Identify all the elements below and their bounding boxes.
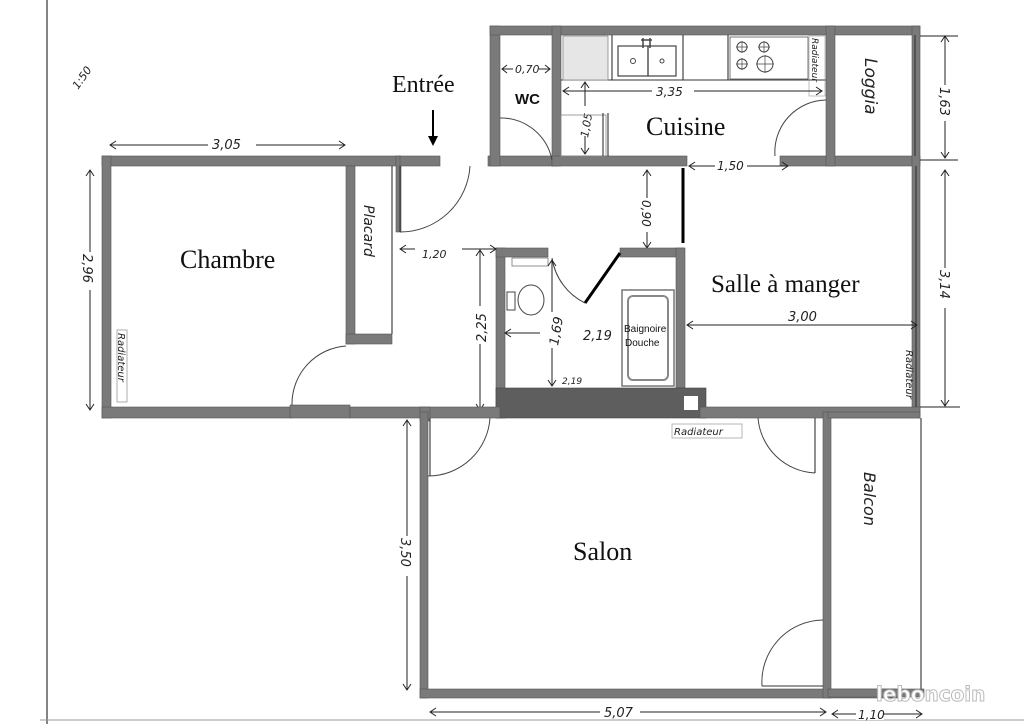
room-balcon: Balcon bbox=[860, 472, 879, 526]
dim-bathroom-height: 2,25 bbox=[472, 249, 490, 411]
stove-icon bbox=[729, 36, 809, 80]
dim-corridor-width: 1,20 bbox=[399, 244, 497, 261]
dim-salon-height: 3,50 bbox=[397, 419, 415, 691]
svg-text:3,50: 3,50 bbox=[397, 538, 412, 567]
svg-text:3,05: 3,05 bbox=[212, 138, 241, 153]
bathtub-label: Baignoire bbox=[624, 324, 667, 335]
radiator-cuisine: Radiateur bbox=[809, 38, 819, 83]
dim-chambre-width: 3,05 bbox=[109, 137, 346, 153]
sink-icon bbox=[617, 38, 677, 77]
radiator-salon: Radiateur bbox=[674, 427, 724, 438]
scale-label: 1:50 bbox=[70, 64, 95, 92]
dim-salon-width: 5,07 bbox=[429, 704, 827, 721]
cuisine-door bbox=[774, 99, 827, 157]
entrance-arrow-icon bbox=[428, 110, 438, 146]
watermark-logo: leboncoin bbox=[876, 682, 985, 706]
svg-text:2,96: 2,96 bbox=[79, 254, 94, 283]
dim-bathroom-inner-height: 1,69 bbox=[544, 259, 567, 387]
entrance-door bbox=[399, 165, 471, 233]
dim-wc-width: 0,70 bbox=[501, 62, 551, 76]
dim-cuisine-depth: 1,05 bbox=[576, 81, 595, 155]
svg-text:1,20: 1,20 bbox=[422, 248, 447, 261]
bathtub-icon bbox=[621, 289, 675, 387]
wc-door bbox=[499, 117, 553, 161]
svg-text:1,50: 1,50 bbox=[717, 159, 744, 173]
bathroom-door bbox=[583, 252, 622, 304]
kitchen-counter bbox=[561, 35, 826, 81]
salon-door-right bbox=[757, 417, 816, 474]
shower-label: Douche bbox=[625, 338, 660, 349]
washbasin-icon bbox=[506, 257, 549, 316]
balcony-door bbox=[761, 619, 824, 687]
svg-text:3,35: 3,35 bbox=[656, 85, 683, 99]
bathroom-walls bbox=[495, 247, 707, 419]
dim-salle-height: 3,14 bbox=[920, 169, 960, 408]
top-walls bbox=[489, 25, 921, 417]
svg-text:1,69: 1,69 bbox=[547, 316, 567, 347]
room-cuisine: Cuisine bbox=[646, 112, 725, 141]
dim-loggia-height: 1,63 bbox=[920, 35, 958, 161]
room-wc: WC bbox=[515, 91, 540, 108]
svg-text:2,25: 2,25 bbox=[475, 313, 490, 342]
dim-salle-width: 3,00 bbox=[686, 310, 918, 330]
entrance-label: Entrée bbox=[392, 72, 455, 98]
room-salle-a-manger: Salle à manger bbox=[711, 271, 860, 298]
svg-text:1,10: 1,10 bbox=[858, 708, 885, 722]
svg-text:1,63: 1,63 bbox=[936, 87, 951, 116]
svg-text:0,70: 0,70 bbox=[515, 63, 540, 76]
dim-passage-width: 1,50 bbox=[688, 158, 789, 173]
dim-bathroom-width-small: 2,19 bbox=[562, 377, 582, 387]
dim-cuisine-width: 3,35 bbox=[562, 84, 823, 99]
svg-text:3,14: 3,14 bbox=[936, 270, 951, 299]
svg-text:5,07: 5,07 bbox=[604, 706, 634, 721]
radiator-salle: Radiateur bbox=[903, 350, 914, 400]
svg-text:0,90: 0,90 bbox=[639, 200, 653, 227]
room-salon: Salon bbox=[573, 537, 632, 566]
dim-balcon-width: 1,10 bbox=[831, 706, 923, 722]
room-chambre: Chambre bbox=[180, 245, 275, 274]
radiator-chambre: Radiateur bbox=[115, 333, 126, 383]
dim-chambre-height: 2,96 bbox=[79, 169, 98, 411]
room-placard: Placard bbox=[360, 205, 376, 257]
salon-door-left bbox=[427, 417, 491, 477]
chambre-walls bbox=[101, 155, 402, 419]
dim-bathroom-width: 2,19 bbox=[583, 329, 612, 344]
room-loggia: Loggia bbox=[860, 58, 880, 115]
chambre-door bbox=[291, 345, 347, 406]
dim-passage-depth: 0,90 bbox=[639, 169, 656, 249]
svg-text:1,05: 1,05 bbox=[578, 112, 595, 138]
svg-text:3,00: 3,00 bbox=[788, 310, 817, 325]
salon-walls bbox=[419, 411, 921, 699]
